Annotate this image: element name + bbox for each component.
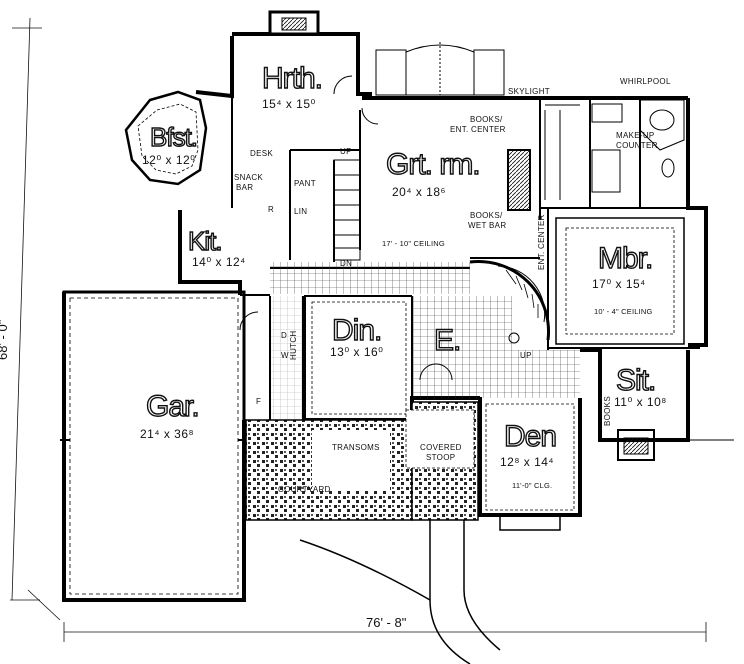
label-whirlpool: WHIRLPOOL [620,77,671,86]
label-desk: DESK [250,149,273,158]
label-w: W [281,351,289,360]
label-covered-1: COVERED [420,443,462,452]
room-name-sitting: Sit. [615,364,657,397]
ceiling-master: 10' - 4" CEILING [594,307,653,316]
label-courtyard: COURTYARD [278,485,331,494]
room-name-master: Mbr. [597,242,654,275]
room-name-garage: Gar. [145,390,200,423]
courtyard-paving [245,401,479,521]
dining-tray [311,301,407,415]
room-name-den: Den [503,420,557,453]
garage-outline [60,290,248,602]
breakfast-bay [124,90,208,186]
den-ceiling [485,403,575,511]
front-walkway [299,520,501,664]
room-name-great-room: Grt. rm. [385,148,481,181]
label-skylight: SKYLIGHT [508,87,550,96]
label-books-wet-1: BOOKS/ [470,211,503,220]
overall-depth: 68' - 0" [0,319,10,360]
great-room-windows [375,42,505,96]
den-bay [499,515,561,531]
room-size-garage: 21⁴ x 36⁸ [140,427,195,441]
room-name-entry: E. [433,324,462,357]
label-dn: DN [340,259,353,268]
room-name-dining: Din. [331,314,383,347]
ceiling-den: 11'-0" CLG. [512,481,553,490]
room-size-den: 12⁸ x 14⁴ [500,455,555,469]
room-size-breakfast: 12⁰ x 12⁰ [142,153,196,167]
label-lin: LIN [294,207,308,216]
label-snack-1: SNACK [234,173,264,182]
master-bath-fixtures [544,99,685,200]
label-transoms: TRANSOMS [332,443,380,452]
room-size-great-room: 20⁴ x 18⁶ [392,185,446,199]
stairs [333,159,361,261]
label-f: F [256,397,262,406]
door-swings [239,75,453,381]
label-ent-center: ENT. CENTER [537,214,546,270]
room-size-dining: 13⁰ x 16⁰ [330,345,384,359]
label-makeup-1: MAKE-UP [616,131,655,140]
label-hutch: HUTCH [289,330,298,361]
room-size-master: 17⁰ x 15⁴ [592,277,646,291]
ceiling-great-room: 17' - 10" CEILING [382,239,445,248]
room-name-hearth: Hrth. [261,62,323,95]
label-books-sitting: BOOKS [603,396,612,426]
label-books-ent-1: BOOKS/ [470,115,503,124]
label-up-entry: UP [520,351,532,360]
room-name-breakfast: Bfst. [149,122,198,152]
label-snack-2: BAR [236,183,254,192]
label-pant: PANT [294,179,316,188]
room-name-kitchen: Kit. [187,226,223,256]
label-covered-2: STOOP [426,453,456,462]
label-makeup-2: COUNTER [616,141,658,150]
foyer-tile [270,262,580,420]
label-books-ent-2: ENT. CENTER [450,125,506,134]
great-room-fireplace [507,149,531,211]
label-up-stair: UP [340,147,352,156]
overall-dimension-lines [10,17,707,642]
label-d: D [281,331,288,340]
room-size-hearth: 15⁴ x 15⁰ [262,97,316,111]
label-books-wet-2: WET BAR [468,221,507,230]
label-r: R [268,205,275,214]
master-tray-ceiling [555,217,685,345]
overall-width: 76' - 8" [366,615,407,630]
room-size-kitchen: 14⁰ x 12⁴ [192,255,246,269]
room-size-sitting: 11⁰ x 10⁸ [614,395,667,409]
sitting-fireplace [617,429,734,461]
